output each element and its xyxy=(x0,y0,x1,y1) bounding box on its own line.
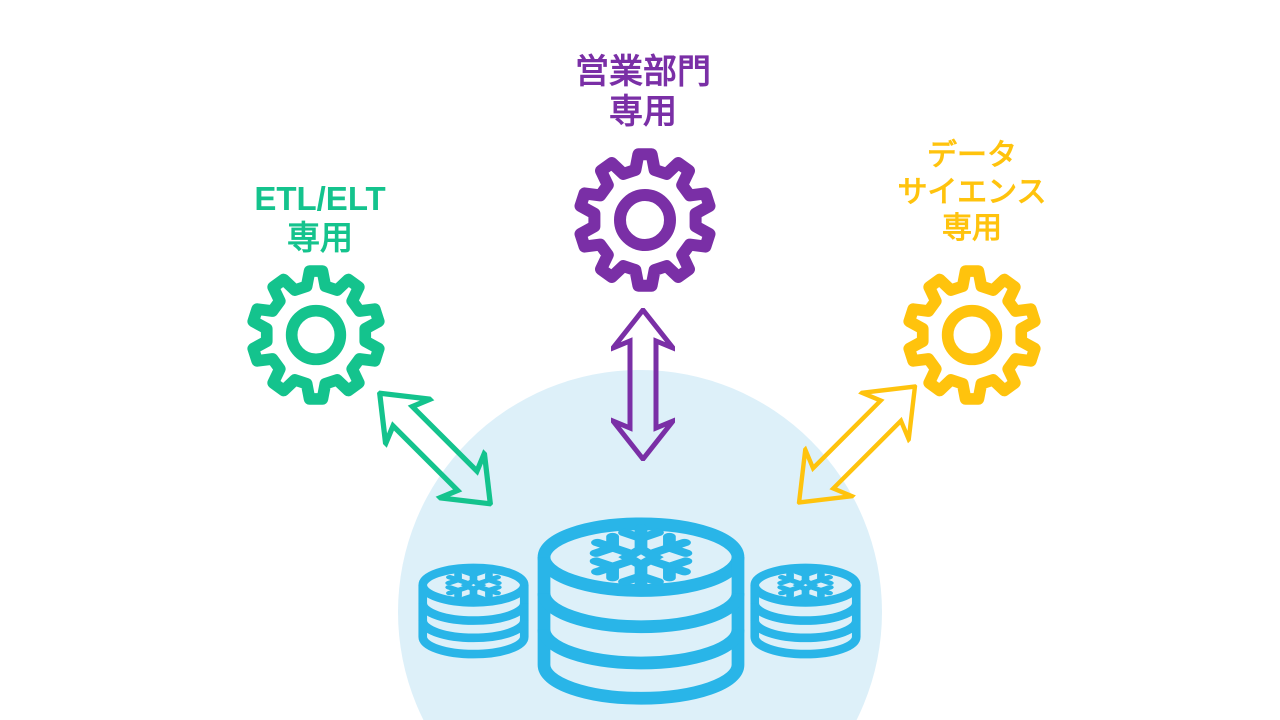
double-headed-arrow-icon xyxy=(611,308,675,461)
snowflake-logo-icon xyxy=(445,567,502,604)
label-line: 専用 xyxy=(609,93,677,132)
etl-elt-label: ETL/ELT 専用 xyxy=(160,180,480,258)
snowflake-database-icon xyxy=(418,563,529,659)
gear-icon xyxy=(574,148,716,292)
sales-department-label: 営業部門 専用 xyxy=(483,52,803,132)
snowflake-logo-icon xyxy=(589,524,693,590)
label-line: 営業部門 xyxy=(575,53,711,91)
double-headed-arrow-icon xyxy=(796,384,918,505)
label-line: ETL/ELT xyxy=(254,180,386,217)
gear-icon xyxy=(903,265,1041,405)
data-science-label: データ サイエンス 専用 xyxy=(812,138,1132,248)
label-line: サイエンス xyxy=(897,175,1047,209)
label-line: 専用 xyxy=(942,212,1002,246)
snowflake-logo-icon xyxy=(777,567,834,604)
gear-icon xyxy=(247,265,385,405)
label-line: 専用 xyxy=(287,218,353,256)
snowflake-database-icon xyxy=(537,517,745,705)
double-headed-arrow-icon xyxy=(376,390,494,507)
label-line: データ xyxy=(927,139,1017,172)
snowflake-database-icon xyxy=(750,563,861,659)
